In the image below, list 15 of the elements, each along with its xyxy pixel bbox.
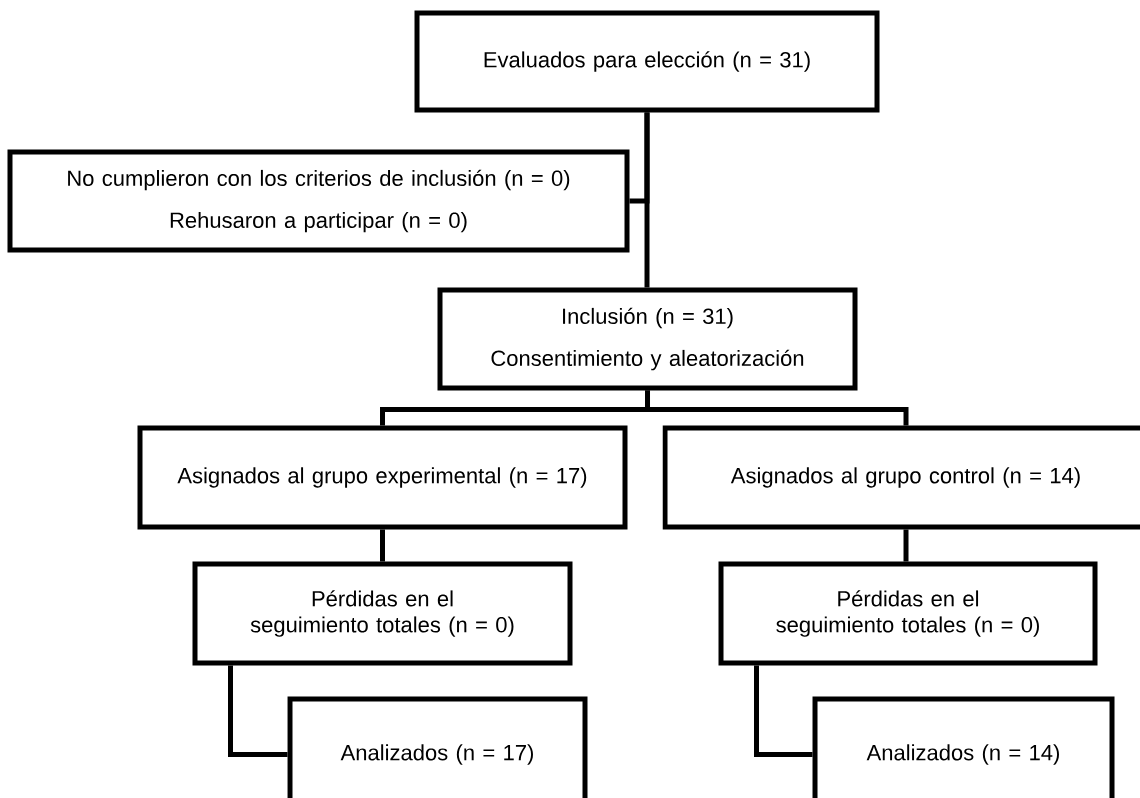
connector-line xyxy=(228,665,288,757)
connector-line xyxy=(380,529,385,562)
process-box: Pérdidas en el seguimiento totales (n = 0) xyxy=(718,561,1098,666)
process-box: Analizados (n = 17) xyxy=(287,696,588,798)
process-box: Analizados (n = 14) xyxy=(812,696,1115,798)
process-box: Evaluados para elección (n = 31) xyxy=(414,10,880,113)
connector-line xyxy=(903,529,909,562)
process-box: No cumplieron con los criterios de inclusión (n = 0) Rehusaron a participar (n = 0) xyxy=(7,149,630,253)
process-box: Pérdidas en el seguimiento totales (n = 0) xyxy=(192,561,573,666)
connector-line xyxy=(754,665,813,757)
process-box: Inclusión (n = 31) Consentimiento y aleatorización xyxy=(437,287,858,391)
connector-line xyxy=(644,112,650,288)
process-box: Asignados al grupo control (n = 14) xyxy=(662,425,1140,530)
process-box: Asignados al grupo experimental (n = 17) xyxy=(137,425,628,530)
connector-line xyxy=(645,390,909,426)
